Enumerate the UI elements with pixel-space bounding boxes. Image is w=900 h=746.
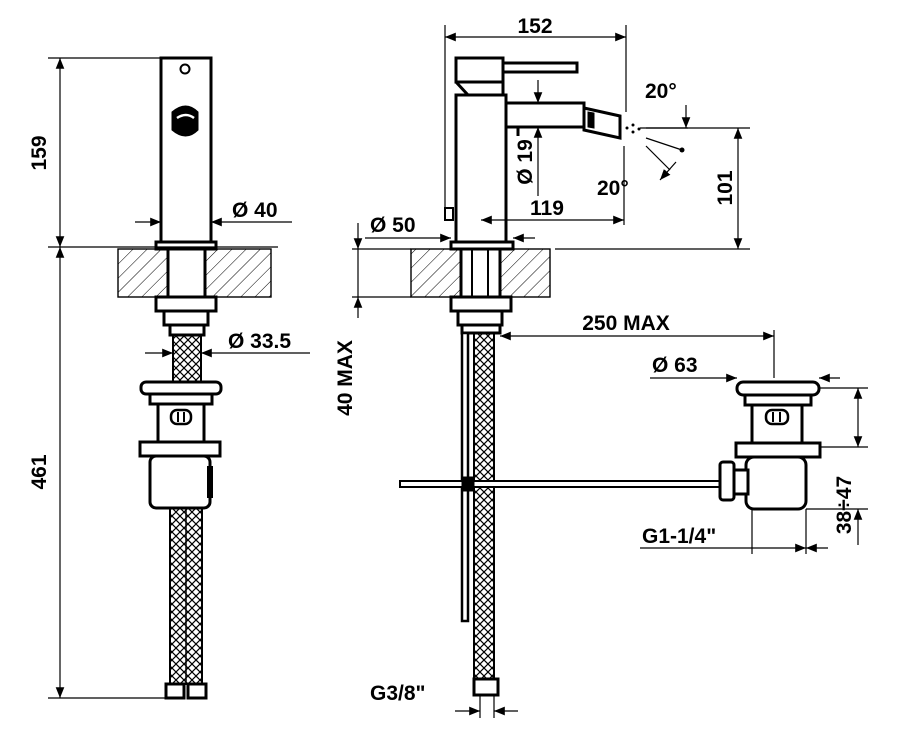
side-view: 152 Ø 19 119 Ø 50 101 20° 20°	[334, 15, 775, 718]
front-deck-right	[204, 248, 272, 298]
spray-dots	[625, 123, 641, 134]
drain-view: Ø 63 38÷47 G1-1/4"	[640, 354, 868, 554]
front-faucet-body	[159, 56, 213, 245]
dim-side-101: 101	[714, 170, 737, 205]
dim-drain-thread-g114: G1-1/4"	[642, 525, 716, 548]
side-spout	[504, 101, 586, 129]
drain-nut	[734, 441, 822, 459]
front-shank	[166, 247, 207, 299]
side-body	[454, 93, 508, 245]
drain-cap	[735, 380, 821, 397]
dim-left-461: 461	[28, 454, 51, 489]
front-hose-upper	[172, 334, 202, 383]
dim-side-angle-lower: 20°	[597, 177, 629, 200]
front-deck-left	[117, 248, 169, 298]
drain-slot	[764, 408, 790, 426]
dim-side-250max: 250 MAX	[582, 312, 670, 335]
front-drain-slot	[169, 408, 193, 426]
side-nut	[449, 295, 513, 313]
front-view: 159 461 Ø 40 Ø 33.5	[28, 56, 310, 700]
front-hose-fitting-left	[164, 682, 186, 700]
side-deck-right	[499, 248, 551, 298]
dim-side-angle-upper: 20°	[645, 80, 677, 103]
front-handle-lever	[171, 105, 199, 137]
drain-lower-body	[744, 455, 808, 511]
dim-side-40max: 40 MAX	[334, 340, 357, 416]
dim-left-dia-40: Ø 40	[232, 199, 278, 222]
front-nut	[154, 295, 218, 313]
side-lever	[501, 61, 579, 74]
dim-side-thread-g38: G3/8"	[370, 682, 425, 705]
front-handle-screw	[179, 63, 191, 75]
drain-connector	[718, 460, 736, 502]
dim-side-dia-19: Ø 19	[514, 139, 537, 185]
dim-drain-dia-63: Ø 63	[652, 354, 698, 377]
front-drain-nut	[138, 440, 222, 458]
side-hose	[473, 332, 495, 680]
dim-side-152: 152	[517, 15, 552, 38]
dim-side-dia-50: Ø 50	[370, 214, 416, 237]
front-hose-fitting-right	[186, 682, 208, 700]
dim-drain-38-47: 38÷47	[833, 476, 856, 534]
side-deck-left	[410, 248, 462, 298]
side-hose-fitting	[472, 677, 500, 697]
dim-left-159: 159	[28, 135, 51, 170]
side-handle	[454, 56, 505, 84]
dim-side-119: 119	[530, 197, 564, 220]
front-drain-cap	[139, 380, 223, 396]
side-pull-rod	[399, 480, 723, 488]
dim-left-dia-33-5: Ø 33.5	[228, 330, 291, 353]
